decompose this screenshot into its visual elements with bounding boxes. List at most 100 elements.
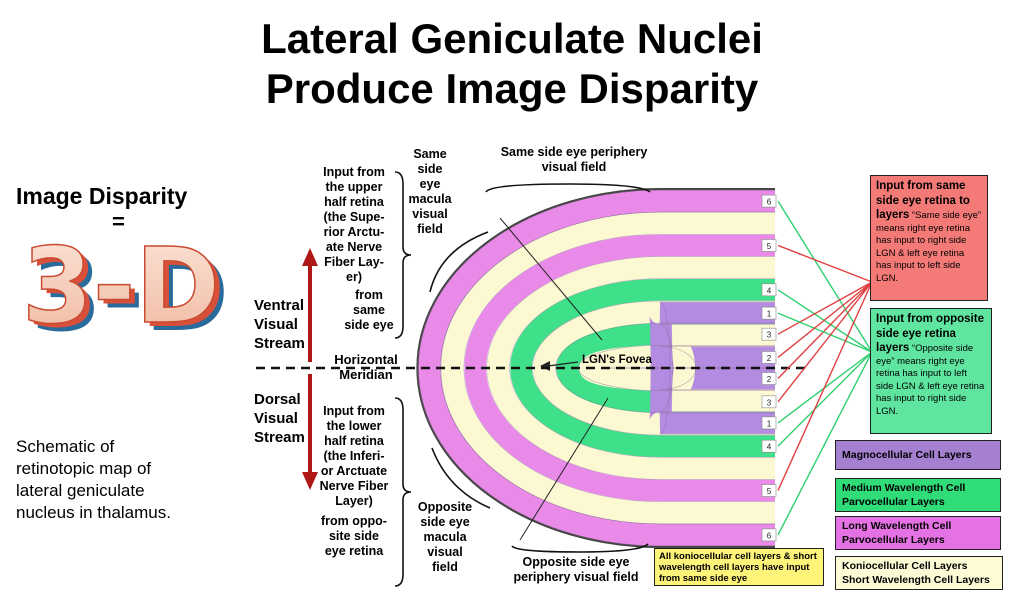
- caption-line: lateral geniculate: [16, 481, 145, 500]
- horizontal-meridian-label: Horizontal Meridian: [326, 352, 406, 382]
- layer-number-top-6: 6: [767, 198, 772, 207]
- label-line: macula: [408, 192, 452, 206]
- stream-line: Stream: [254, 335, 305, 352]
- lower-retina-input-label: Input from the lower half retina (the In…: [308, 404, 400, 509]
- legend-label: Koniocellular Cell Layers: [842, 560, 968, 572]
- same-side-connector: [777, 244, 873, 283]
- lgn-fovea-label: LGN's Fovea: [582, 354, 652, 366]
- lower-input-brace: [394, 397, 412, 587]
- stream-line: Stream: [254, 429, 305, 446]
- upper-radial-line: [499, 217, 603, 341]
- svg-text:3-D: 3-D: [27, 229, 225, 350]
- ventral-stream-label: Ventral Visual Stream: [254, 296, 305, 353]
- opposite-side-connector: [777, 289, 873, 353]
- ventral-arrowhead: [302, 248, 318, 266]
- fovea-pointer-line: [547, 361, 579, 367]
- label-line: half retina: [324, 195, 384, 209]
- legend-label: Medium Wavelength Cell: [842, 482, 966, 494]
- layer-number-top-4: 4: [767, 286, 772, 295]
- schematic-caption: Schematic of retinotopic map of lateral …: [16, 436, 171, 524]
- layer-number-top-1: 1: [767, 419, 772, 428]
- upper-retina-input-label: Input from the upper half retina (the Su…: [308, 165, 400, 285]
- opposite-side-body: “Opposite side eye” means right eye reti…: [876, 343, 985, 417]
- long-wave-layer-5: [464, 234, 775, 502]
- label-line: visual field: [541, 160, 607, 174]
- same-side-connector: [777, 281, 873, 403]
- label-line: Layer): [335, 494, 373, 508]
- label-line: the upper: [325, 180, 383, 194]
- label-line: Same side eye periphery: [500, 145, 648, 159]
- stream-line: Dorsal: [254, 391, 301, 408]
- layer-number-bottom-4-box: [761, 439, 777, 453]
- legend-magnocellular: Magnocellular Cell Layers: [835, 440, 1001, 470]
- layer-number-bottom-5-box: [761, 484, 777, 497]
- layer-number-top-2-box: [761, 372, 777, 385]
- same-side-connector: [777, 281, 873, 359]
- title-line-1: Lateral Geniculate Nuclei: [261, 15, 763, 62]
- label-line: field: [417, 222, 443, 236]
- caption-line: nucleus in thalamus.: [16, 503, 171, 522]
- legend-label: Parvocellular Layers: [842, 534, 945, 546]
- legend-long-wavelength: Long Wavelength Cell Parvocellular Layer…: [835, 516, 1001, 550]
- caption-line: Schematic of: [16, 437, 115, 456]
- label-line: periphery visual field: [513, 570, 639, 584]
- same-side-connector: [777, 281, 873, 491]
- layer-number-bottom-4: 4: [767, 443, 772, 452]
- three-d-icon: 3-D 3-D 3-D: [21, 224, 229, 350]
- label-line: Opposite: [417, 500, 473, 514]
- medium-wave-layer-4: [510, 278, 775, 458]
- label-line: half retina: [324, 434, 384, 448]
- opposite-side-macula-label: Opposite side eye macula visual field: [410, 500, 480, 575]
- equals-sign: =: [112, 209, 125, 234]
- layer-number-bottom-5: 5: [767, 487, 772, 496]
- dorsal-stream-label: Dorsal Visual Stream: [254, 390, 305, 447]
- label-line: rior Arctu-: [323, 225, 385, 239]
- same-side-connector: [777, 281, 873, 380]
- label-line: Opposite side eye: [522, 555, 630, 569]
- opposite-periphery-brace: [511, 543, 649, 553]
- label-line: Fiber Lay-: [324, 255, 384, 269]
- medium-wave-layer-3: [556, 323, 775, 413]
- label-line: from oppo-: [321, 514, 387, 528]
- label-line: Same: [413, 147, 447, 161]
- same-side-heading: Input from same side eye retina to layer…: [876, 180, 970, 221]
- title-line-2: Produce Image Disparity: [265, 65, 759, 112]
- meridian-line: Horizontal: [334, 352, 398, 367]
- opposite-side-connector: [777, 312, 873, 353]
- stream-line: Ventral: [254, 297, 305, 314]
- label-line: eye retina: [324, 544, 384, 558]
- legend-label: Short Wavelength Cell Layers: [842, 574, 990, 586]
- layer-number-top-5: 5: [767, 242, 772, 251]
- opposite-side-heading: Input from opposite side eye retina laye…: [876, 313, 984, 354]
- layer-border: [463, 234, 775, 502]
- meridian-line: Meridian: [339, 367, 393, 382]
- layer-number-bottom-6-box: [761, 528, 777, 542]
- upper-input-brace: [394, 171, 412, 339]
- legend-koniocellular: Koniocellular Cell Layers Short Waveleng…: [835, 556, 1003, 590]
- dorsal-arrowhead: [302, 472, 318, 490]
- label-line: ate Nerve: [325, 240, 383, 254]
- same-macula-brace: [429, 231, 489, 293]
- layer-number-bottom-3: 3: [767, 398, 772, 407]
- same-side-body: “Same side eye” means right eye retina h…: [876, 210, 982, 284]
- layer-number-bottom-1: 1: [767, 310, 772, 319]
- stream-line: Visual: [254, 410, 298, 427]
- layer-number-top-3: 3: [767, 331, 772, 340]
- same-side-connector: [777, 281, 873, 335]
- label-line: Nerve Fiber: [319, 479, 389, 493]
- same-periphery-brace: [485, 183, 651, 193]
- label-line: (the Supe-: [323, 210, 385, 224]
- layer-number-bottom-1-box: [761, 306, 777, 320]
- layer-number-top-5-box: [761, 239, 777, 252]
- label-line: side: [417, 162, 443, 176]
- label-line: field: [432, 560, 458, 574]
- legend-label: Long Wavelength Cell: [842, 520, 952, 532]
- from-opposite-side-label: from oppo- site side eye retina: [308, 514, 400, 559]
- label-line: eye: [419, 177, 441, 191]
- layer-border: [555, 322, 775, 414]
- opposite-side-input-box: Input from opposite side eye retina laye…: [870, 308, 992, 434]
- layer-number-top-2: 2: [767, 375, 772, 384]
- label-line: Input from: [323, 404, 385, 418]
- layer-number-bottom-2: 2: [767, 354, 772, 363]
